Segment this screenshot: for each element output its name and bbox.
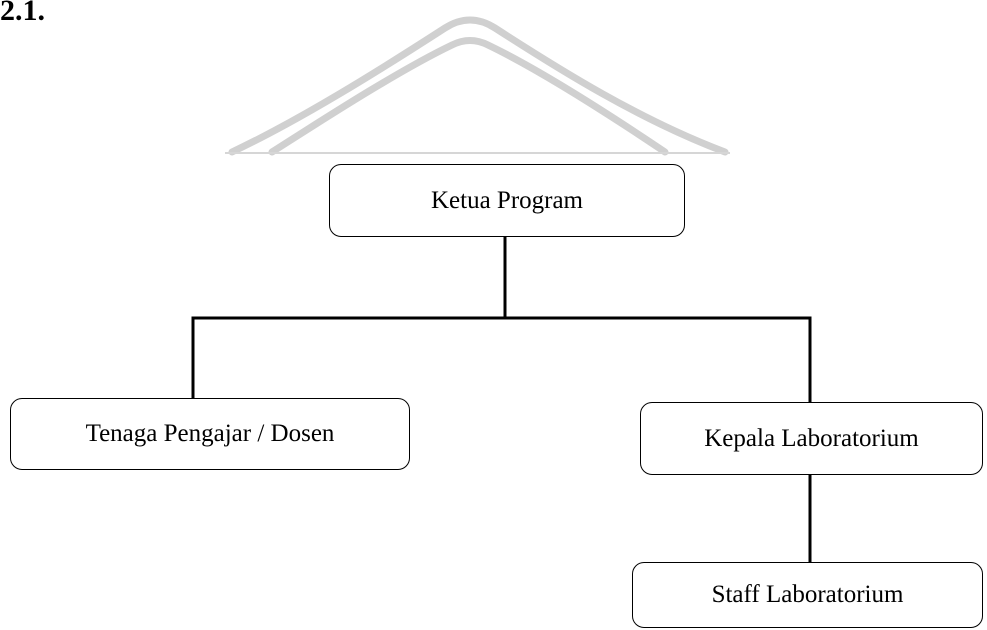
figure-caption: 2.1.	[0, 0, 45, 27]
org-node-label: Kepala Laboratorium	[704, 424, 919, 452]
org-node-tenaga-pengajar: Tenaga Pengajar / Dosen	[10, 398, 410, 470]
org-node-ketua-program: Ketua Program	[329, 164, 685, 237]
org-node-staff-laboratorium: Staff Laboratorium	[632, 562, 983, 628]
org-node-label: Tenaga Pengajar / Dosen	[85, 420, 335, 447]
org-node-label: Staff Laboratorium	[711, 581, 904, 608]
org-node-kepala-laboratorium: Kepala Laboratorium	[640, 402, 983, 475]
org-node-label: Ketua Program	[430, 186, 584, 214]
